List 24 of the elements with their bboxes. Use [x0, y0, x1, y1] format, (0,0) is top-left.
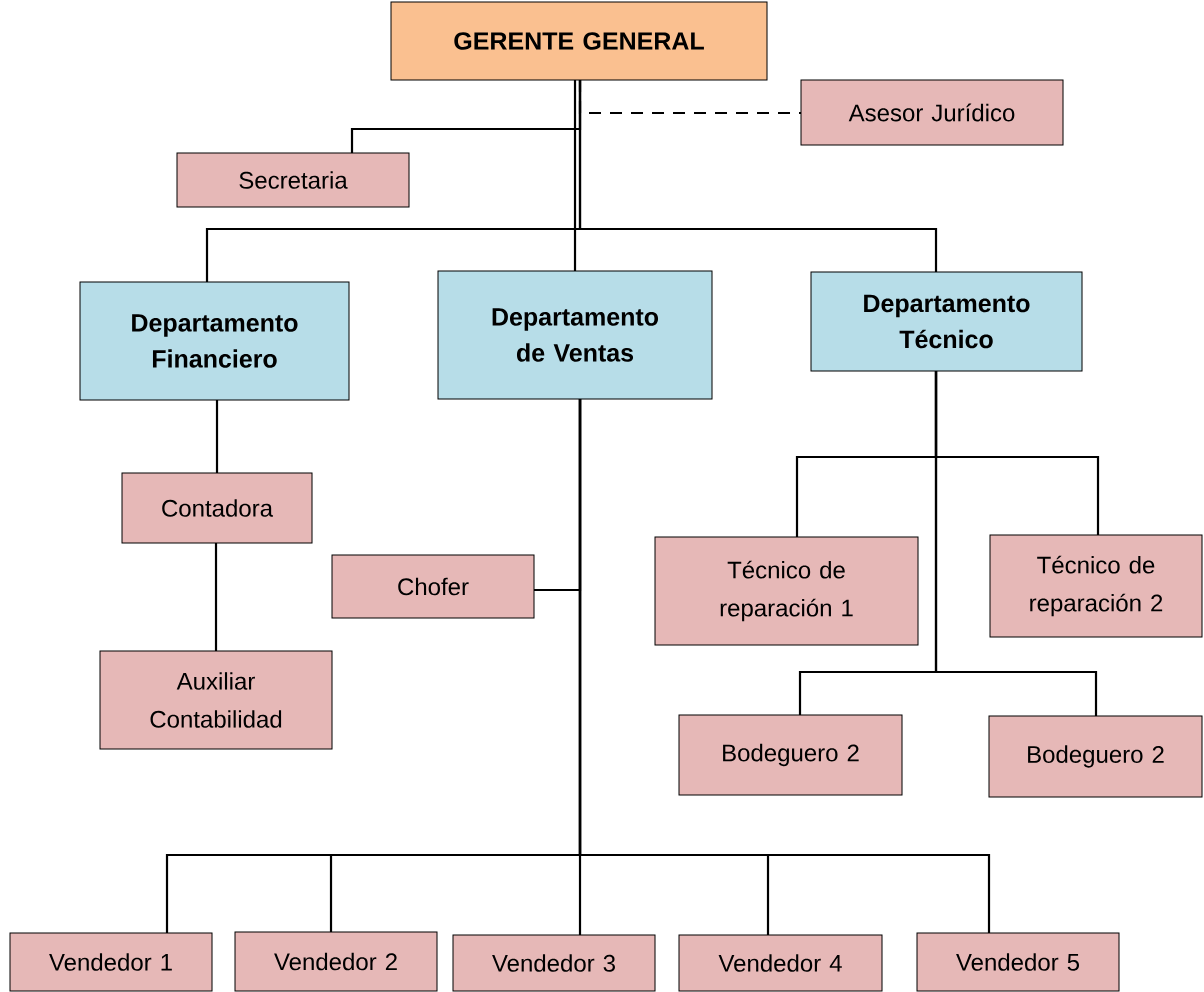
connector-line — [578, 80, 938, 272]
position-box: Secretaria — [176, 152, 410, 208]
connector-line — [934, 371, 1098, 716]
department-box: Departamento de Ventas — [437, 270, 713, 400]
position-box: Vendedor 4 — [678, 934, 883, 992]
position-box: Técnico de reparación 1 — [654, 536, 919, 646]
position-box: Chofer — [331, 554, 535, 619]
position-box: Bodeguero 2 — [988, 715, 1203, 798]
position-box: Vendedor 1 — [9, 932, 213, 992]
department-box: Departamento Financiero — [79, 281, 350, 401]
position-box: Técnico de reparación 2 — [989, 534, 1203, 638]
position-box: Vendedor 2 — [234, 931, 438, 992]
connector-line — [214, 543, 218, 651]
department-box: Departamento Técnico — [810, 271, 1083, 372]
position-box: Vendedor 3 — [452, 934, 656, 992]
position-box: Asesor Jurídico — [800, 79, 1064, 146]
position-box: Contadora — [121, 472, 313, 544]
position-box: Bodeguero 2 — [678, 714, 903, 796]
position-box: Auxiliar Contabilidad — [99, 650, 333, 750]
connector-line — [215, 400, 219, 473]
connector-line — [573, 80, 577, 271]
manager-box: GERENTE GENERAL — [390, 1, 768, 81]
connector-line — [578, 399, 991, 933]
position-box: Vendedor 5 — [916, 932, 1120, 992]
